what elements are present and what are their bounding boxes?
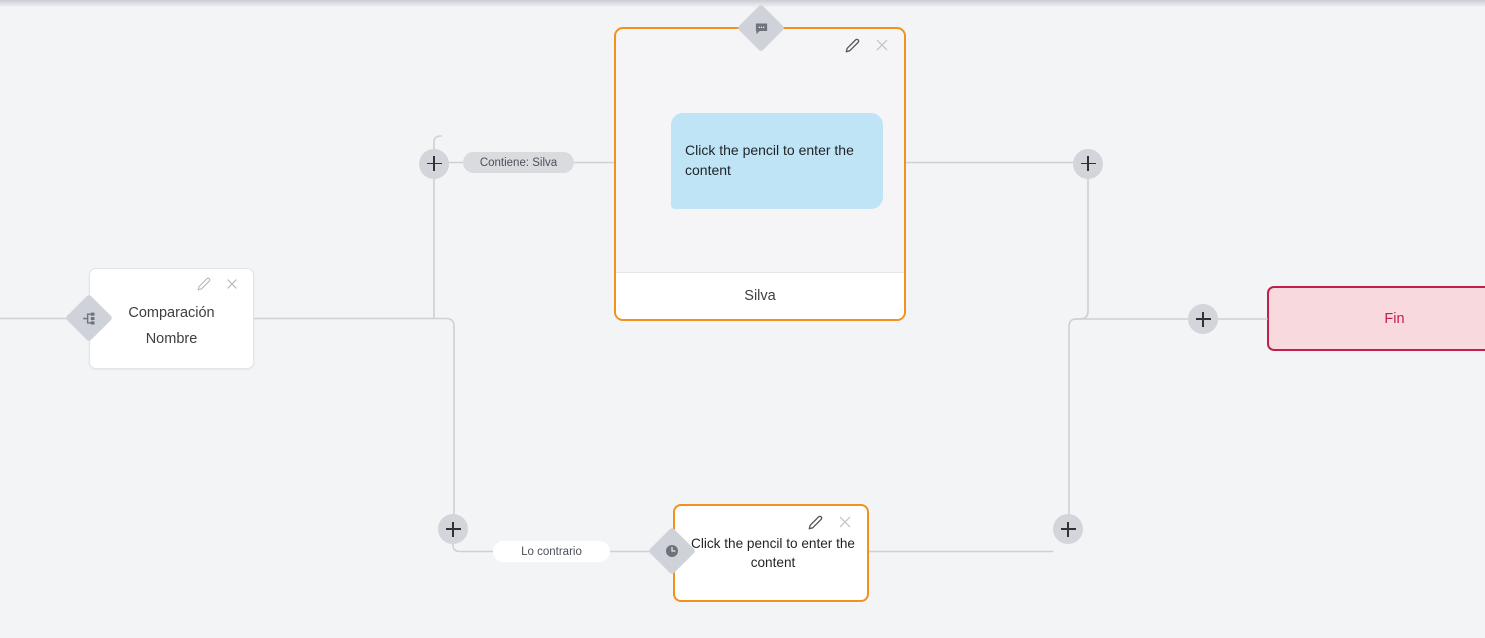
message-badge[interactable] <box>736 3 786 53</box>
window-top-strip <box>0 0 1485 7</box>
add-button-before-end[interactable] <box>1188 304 1218 334</box>
comparison-subtitle: Nombre <box>145 331 198 348</box>
message-card-actions[interactable] <box>845 37 890 53</box>
clock-icon <box>655 534 689 568</box>
add-button-top-right[interactable] <box>1073 148 1103 179</box>
comparison-title: Comparación <box>128 305 215 321</box>
edge-label-contiene[interactable]: Contiene: Silva <box>463 152 574 173</box>
message-footer-label: Silva <box>744 288 776 304</box>
comparison-badge[interactable] <box>64 293 114 343</box>
end-node-label: Fin <box>1384 310 1405 327</box>
add-button-bottom-left[interactable] <box>438 514 468 544</box>
wire-plus-tr-down <box>1075 177 1089 320</box>
close-icon[interactable] <box>225 277 239 291</box>
comparison-card-actions[interactable] <box>197 277 239 291</box>
wire-cmp-to-bottom <box>253 317 455 515</box>
wait-text: Click the pencil to enter the content <box>691 536 855 571</box>
wire-plus-up-elbow <box>433 135 442 149</box>
wait-badge[interactable] <box>647 526 697 576</box>
wait-card[interactable]: Click the pencil to enter the content <box>673 504 869 602</box>
wire-plus-bl-to-label <box>452 543 494 553</box>
message-footer: Silva <box>616 272 904 319</box>
edge-label-lo-contrario-text: Lo contrario <box>521 545 582 558</box>
pencil-icon[interactable] <box>197 277 211 291</box>
chat-bubble-icon <box>744 11 778 45</box>
message-bubble-text: Click the pencil to enter the content <box>685 142 854 178</box>
edge-label-contiene-text: Contiene: Silva <box>479 156 558 169</box>
message-card[interactable]: Click the pencil to enter the content Si… <box>614 27 906 321</box>
branch-icon <box>72 301 106 335</box>
add-button-top-left[interactable] <box>419 148 449 179</box>
close-icon[interactable] <box>874 37 890 53</box>
message-card-body: Click the pencil to enter the content <box>616 29 904 272</box>
comparison-card[interactable]: Comparación Nombre <box>89 268 254 369</box>
wait-card-actions[interactable] <box>808 514 853 530</box>
comparison-text: Comparación Nombre <box>90 300 253 353</box>
close-icon[interactable] <box>837 514 853 530</box>
add-button-bottom-right[interactable] <box>1053 514 1083 544</box>
end-node[interactable]: Fin <box>1267 286 1485 351</box>
edge-label-lo-contrario[interactable]: Lo contrario <box>493 541 610 562</box>
pencil-icon[interactable] <box>808 515 823 530</box>
wire-merge-down <box>1068 318 1077 515</box>
pencil-icon[interactable] <box>845 38 860 53</box>
message-bubble: Click the pencil to enter the content <box>671 113 883 209</box>
